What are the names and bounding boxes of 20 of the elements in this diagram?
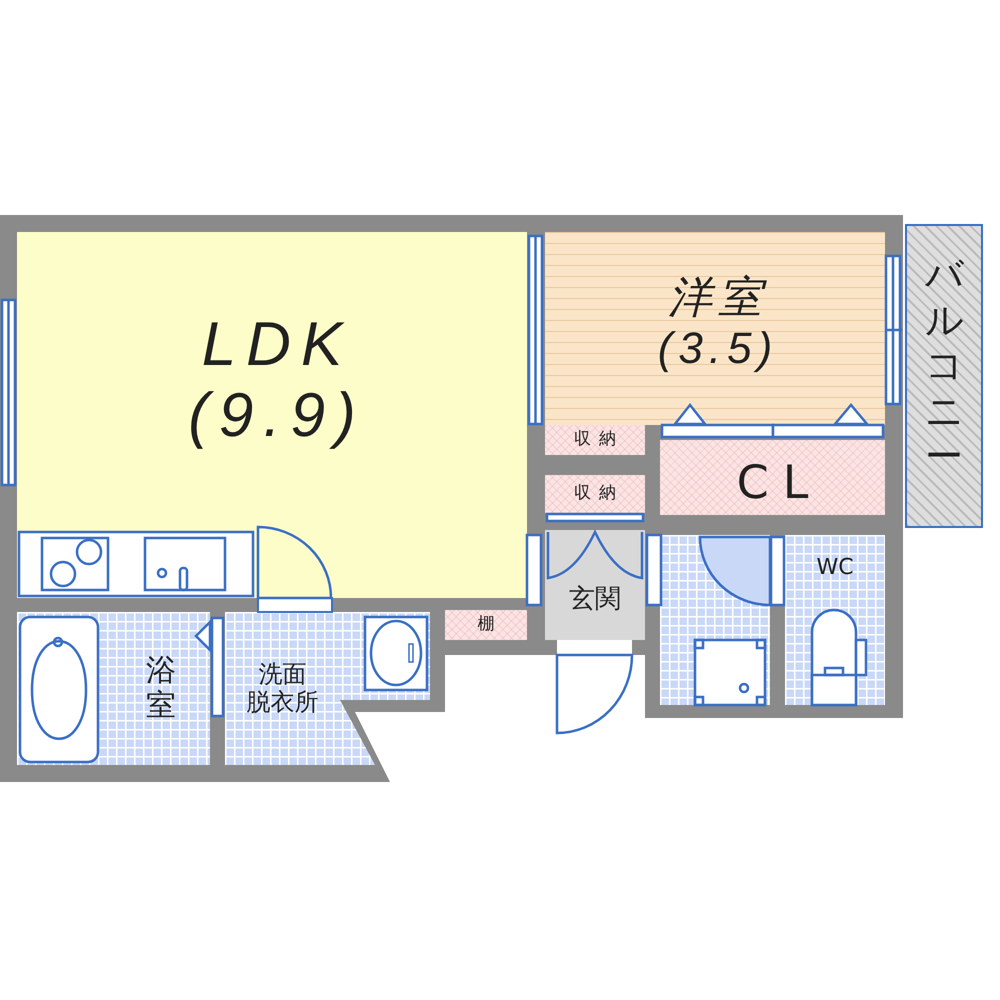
room xyxy=(445,610,527,640)
room-name: 収納 xyxy=(574,484,624,504)
room xyxy=(545,425,645,455)
room xyxy=(660,440,885,515)
room-name: 洗面脱衣所 xyxy=(246,660,318,716)
room xyxy=(545,530,645,640)
room-name: WC xyxy=(816,555,854,580)
room-name: 収納 xyxy=(574,430,624,450)
room-name: バルコニー xyxy=(925,252,963,480)
room-name: LDK xyxy=(202,308,352,380)
room-size: (9.9) xyxy=(188,380,366,452)
room-name: 洋室 xyxy=(668,272,768,324)
room xyxy=(545,475,645,513)
room-name: 浴室 xyxy=(146,654,176,723)
room-size: (3.5) xyxy=(658,324,778,374)
room-name: 玄関 xyxy=(569,585,621,615)
room xyxy=(905,224,983,528)
room xyxy=(545,232,885,425)
room-name: 棚 xyxy=(478,615,494,635)
room-name: CL xyxy=(736,456,822,509)
